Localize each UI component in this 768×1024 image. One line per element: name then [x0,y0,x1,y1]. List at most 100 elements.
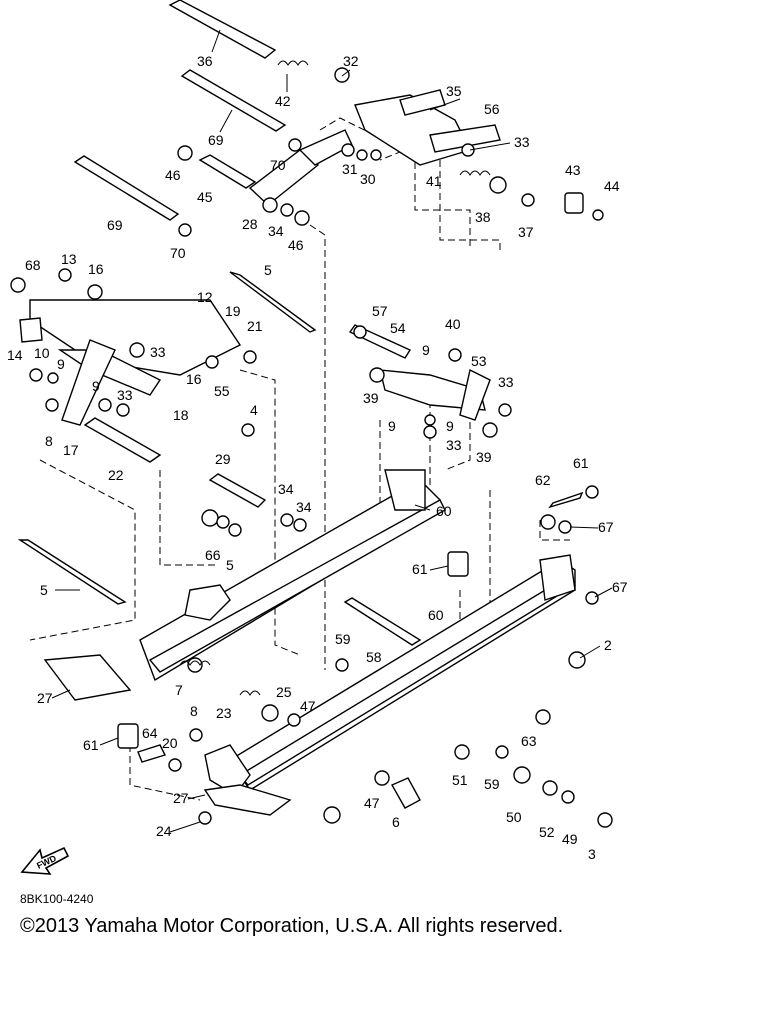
callout-66: 5 [226,557,234,573]
callout-48: 50 [506,809,522,825]
callout-46-lower: 46 [288,237,304,253]
callout-11-rear: 33 [446,437,462,453]
callout-55-rear: 39 [476,449,492,465]
callout-43: 43 [565,162,581,178]
callout-9: 9 [422,342,430,358]
fwd-arrow-icon: FWD [20,846,70,875]
callout-7: 8 [45,433,53,449]
callout-1: 60 [436,503,452,519]
callout-10: 10 [34,345,50,361]
callout-63: 61 [412,561,428,577]
callout-63-lower: 61 [83,737,99,753]
callout-23: 25 [276,684,292,700]
callout-15: 55 [214,383,230,399]
callout-49: 3 [588,846,596,862]
callout-50: 52 [539,824,555,840]
callout-34-mid: 34 [296,499,312,515]
callout-40: 40 [445,316,461,332]
rail-skids [43,584,292,816]
callout-11: 33 [117,387,133,403]
callout-2: 27 [37,690,53,706]
copyright-notice: ©2013 Yamaha Motor Corporation, U.S.A. A… [20,915,564,937]
callout-3: 24 [156,823,172,839]
callout-1-lower: 60 [428,607,444,623]
callout-9-rear: 9 [446,418,454,434]
callout-24: 6 [392,814,400,830]
callout-45: 45 [197,189,213,205]
callout-67: 66 [205,547,221,563]
callout-8: 17 [63,442,79,458]
small-hardware [10,67,613,828]
callout-25: 47 [300,698,316,714]
callout-31: 31 [342,161,358,177]
callout-65: 64 [142,725,158,741]
callout-64: 20 [162,735,178,751]
callout-46: 46 [165,167,181,183]
callout-39: 9 [388,418,396,434]
callout-42: 42 [275,93,291,109]
callout-9-front-b: 9 [92,378,100,394]
callout-68: 68 [25,257,41,273]
callout-34: 34 [268,223,284,239]
callout-7-lower: 8 [190,703,198,719]
callout-2-lower: 27 [173,790,189,806]
callout-47: 63 [521,733,537,749]
callout-20: 51 [452,772,468,788]
callout-labels: 36 42 32 35 56 33 69 70 31 30 41 43 44 4… [7,53,628,862]
callout-57: 57 [372,303,388,319]
callout-41: 41 [426,173,442,189]
shock-and-upper-arm [248,89,501,206]
callout-17: 18 [173,407,189,423]
callout-9-front: 9 [57,356,65,372]
leader-lines [51,29,613,833]
callout-33: 33 [514,134,530,150]
callout-62: 61 [573,455,589,471]
callout-38: 38 [475,209,491,225]
callout-30: 30 [360,171,376,187]
callout-53: 53 [471,353,487,369]
callout-12: 12 [197,289,213,305]
callout-22: 29 [215,451,231,467]
callout-33-rear: 33 [498,374,514,390]
callout-52: 49 [562,831,578,847]
callout-5-lower: 5 [40,582,48,598]
callout-58: 2 [604,637,612,653]
springs [179,60,491,696]
callout-21: 21 [247,318,263,334]
callout-4: 22 [108,467,124,483]
slide-rails [139,469,576,791]
callout-54: 54 [390,320,406,336]
callout-44: 44 [604,178,620,194]
callout-33-front: 33 [150,344,166,360]
callout-28: 28 [242,216,258,232]
callout-35: 35 [446,83,462,99]
callout-56: 56 [484,101,500,117]
callout-37: 37 [518,224,534,240]
callout-36: 36 [197,53,213,69]
callout-29: 34 [278,481,294,497]
callout-32: 32 [343,53,359,69]
callout-25-lower: 47 [364,795,380,811]
callout-18: 4 [250,402,258,418]
upper-shafts [17,0,584,646]
callout-61: 67 [598,519,614,535]
diagram-code: 8BK100-4240 [20,892,94,906]
callout-14: 14 [7,347,23,363]
callout-19: 19 [225,303,241,319]
callout-70: 70 [270,157,286,173]
callout-5: 5 [264,262,272,278]
callout-60: 62 [535,472,551,488]
callout-27: 7 [175,682,183,698]
callout-69-lower: 69 [107,217,123,233]
callout-51: 59 [335,631,351,647]
callout-61-lower: 67 [612,579,628,595]
callout-51-lower: 59 [484,776,500,792]
callout-16: 16 [88,261,104,277]
callout-13: 13 [61,251,77,267]
callout-59: 58 [366,649,382,665]
callout-69: 69 [208,132,224,148]
callout-16-front: 16 [186,371,202,387]
callout-55: 39 [363,390,379,406]
